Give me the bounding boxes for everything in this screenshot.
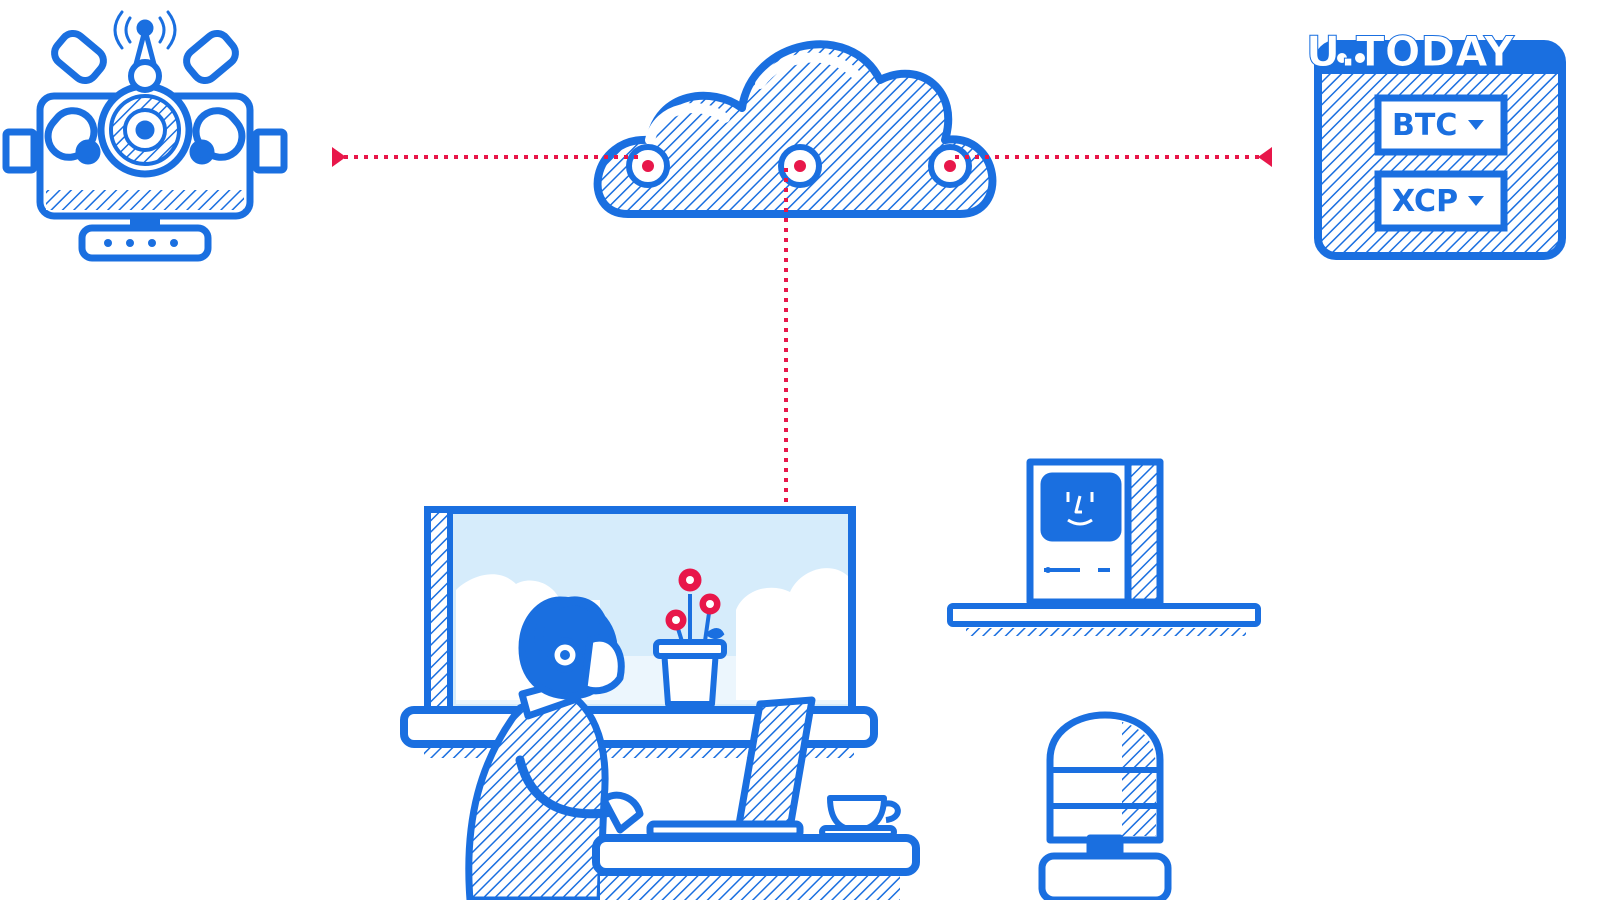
wall-shelf	[947, 603, 1261, 636]
chevron-down-icon	[1468, 120, 1484, 130]
coffee-cup-icon	[819, 795, 901, 839]
currency-selector-xcp[interactable]: XCP	[1374, 170, 1508, 232]
arrowhead-right	[1258, 147, 1272, 167]
retro-computer-icon	[1026, 458, 1164, 606]
water-cooler-icon	[1038, 711, 1172, 900]
server-robot-icon	[2, 10, 288, 262]
cloud-icon	[593, 40, 997, 218]
watermark-logo: U.TODAY	[1306, 27, 1515, 76]
chevron-down-icon	[1468, 196, 1484, 206]
arrowhead-left	[332, 147, 346, 167]
flower-pot-icon	[653, 568, 727, 707]
currency-selector-xcp-label: XCP	[1392, 184, 1458, 219]
desk	[592, 834, 920, 900]
network-connections	[344, 155, 1262, 642]
currency-selector-btc-label: BTC	[1392, 108, 1457, 143]
currency-selector-btc[interactable]: BTC	[1374, 94, 1508, 156]
person-with-headphones-icon	[465, 596, 644, 900]
laptop-icon	[646, 696, 816, 840]
